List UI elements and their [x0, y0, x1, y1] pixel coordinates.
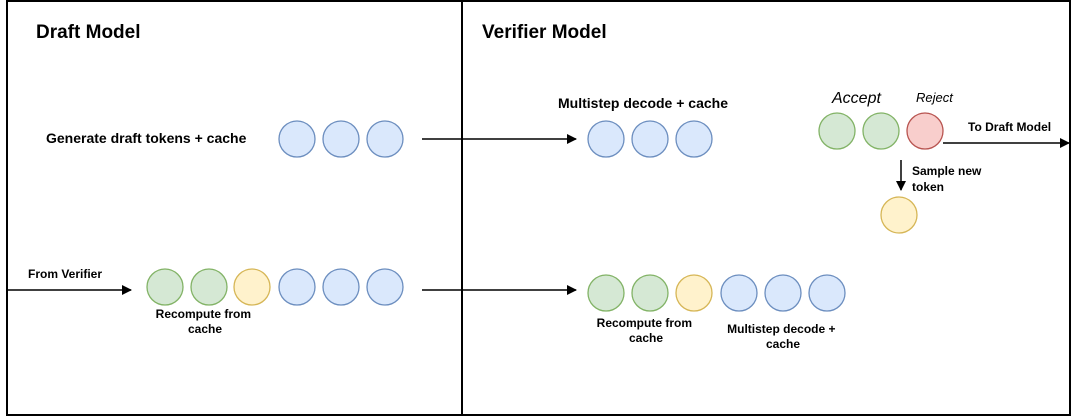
draft-recompute-row — [146, 268, 404, 306]
recompute-left-line-1: Recompute from — [156, 307, 251, 321]
draft-token-1 — [278, 120, 316, 158]
verifier-token-1 — [587, 120, 625, 158]
verifier-recompute-token-1 — [587, 274, 625, 312]
verifier-token-row — [587, 120, 713, 158]
accept-reject-row — [818, 112, 944, 150]
to-draft-model-label: To Draft Model — [968, 120, 1051, 134]
draft-recompute-token-2 — [190, 268, 228, 306]
verifier-recompute-token-4 — [720, 274, 758, 312]
draft-recompute-token-6 — [366, 268, 404, 306]
reject-label: Reject — [916, 90, 954, 105]
draft-recompute-token-1 — [146, 268, 184, 306]
verifier-recompute-token-3 — [675, 274, 713, 312]
verifier-recompute-row — [587, 274, 846, 312]
verifier-model-title: Verifier Model — [482, 22, 607, 43]
draft-token-2 — [322, 120, 360, 158]
draft-recompute-token-4 — [278, 268, 316, 306]
accept-label: Accept — [831, 90, 881, 107]
rejected-token — [906, 112, 944, 150]
generate-draft-label: Generate draft tokens + cache — [46, 130, 247, 146]
multistep-bottom-line-2: cache — [766, 337, 800, 351]
multistep-bottom-line-1: Multistep decode + — [727, 322, 835, 336]
recompute-right-label: Recompute from cache — [597, 316, 696, 345]
sample-line-1: Sample new — [912, 164, 982, 178]
draft-recompute-token-5 — [322, 268, 360, 306]
multistep-bottom-label: Multistep decode + cache — [727, 322, 839, 351]
sampled-token — [880, 196, 918, 234]
recompute-right-line-1: Recompute from — [597, 316, 692, 330]
draft-model-panel — [6, 0, 463, 416]
verifier-token-2 — [631, 120, 669, 158]
verifier-recompute-token-6 — [808, 274, 846, 312]
recompute-right-line-2: cache — [629, 331, 663, 345]
draft-token-3 — [366, 120, 404, 158]
sample-line-2: token — [912, 180, 944, 194]
draft-recompute-token-3 — [233, 268, 271, 306]
recompute-left-line-2: cache — [188, 322, 222, 336]
verifier-recompute-token-2 — [631, 274, 669, 312]
verifier-model-panel — [461, 0, 1071, 416]
verifier-recompute-token-5 — [764, 274, 802, 312]
accepted-token-1 — [818, 112, 856, 150]
recompute-left-label: Recompute from cache — [156, 307, 255, 336]
from-verifier-label: From Verifier — [28, 267, 102, 281]
draft-model-title: Draft Model — [36, 22, 141, 43]
draft-token-row — [278, 120, 404, 158]
sample-new-token-label: Sample new token — [912, 164, 985, 194]
verifier-token-3 — [675, 120, 713, 158]
accepted-token-2 — [862, 112, 900, 150]
multistep-top-label: Multistep decode + cache — [558, 95, 728, 111]
